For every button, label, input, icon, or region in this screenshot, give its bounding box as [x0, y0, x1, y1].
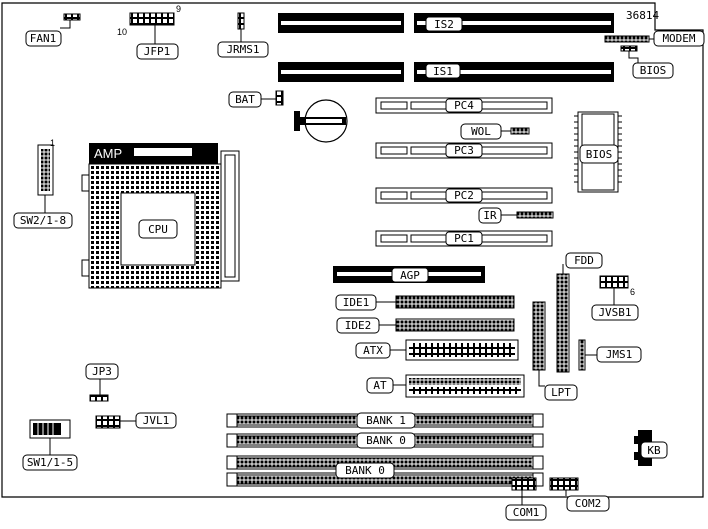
- kb-connector: KB: [634, 430, 668, 466]
- bat-label: BAT: [235, 93, 255, 106]
- simm-bank-0: BANK 0: [226, 455, 544, 487]
- cpu-socket: AMP CPU: [81, 143, 240, 289]
- pc3-label: PC3: [454, 144, 474, 157]
- ide1-connector: IDE1: [335, 294, 515, 311]
- atx-label: ATX: [363, 344, 383, 357]
- com1-header: COM1: [505, 477, 547, 521]
- jvsb1-label: JVSB1: [598, 306, 631, 319]
- sw2-label: SW2/1-8: [20, 214, 66, 227]
- modem-label: MODEM: [662, 32, 695, 45]
- amp-label: AMP: [94, 146, 122, 161]
- wol-header: WOL: [460, 123, 530, 140]
- isa-slots: IS2 IS1: [278, 13, 614, 82]
- ir-label: IR: [483, 209, 497, 222]
- ir-header: IR: [478, 207, 554, 224]
- ide1-label: IDE1: [343, 296, 370, 309]
- jvl1-header: JVL1: [95, 412, 177, 429]
- atx-power-connector: ATX: [355, 339, 519, 361]
- bank1-label: BANK 1: [366, 414, 406, 427]
- board-outline: [1, 2, 704, 498]
- agp-label: AGP: [400, 269, 420, 282]
- bios-chip: BIOS: [574, 111, 622, 193]
- pci-slot-4: PC4: [375, 97, 553, 114]
- bios-jumper: BIOS: [620, 45, 674, 79]
- com2-header: COM2: [549, 477, 610, 512]
- fan1-header: FAN1: [25, 13, 81, 47]
- dimm-bank-0: BANK 0: [226, 432, 544, 449]
- is2-label: IS2: [434, 18, 454, 31]
- cpu-label: CPU: [148, 223, 168, 236]
- lpt-label: LPT: [551, 386, 571, 399]
- jfp1-label: JFP1: [144, 45, 171, 58]
- bios-jumper-label: BIOS: [640, 64, 667, 77]
- kb-label: KB: [647, 444, 661, 457]
- is1-label: IS1: [433, 65, 453, 78]
- pci-slots: PC4 PC3 PC2 PC1: [375, 97, 553, 247]
- fan1-label: FAN1: [30, 32, 57, 45]
- at-power-connector: AT: [366, 374, 525, 398]
- sw2-pin: 1: [50, 138, 55, 148]
- at-label: AT: [373, 379, 387, 392]
- jvsb1-pin: 6: [630, 287, 635, 297]
- jfp1-pin-left: 10: [117, 27, 127, 37]
- jp3-jumper: JP3: [85, 363, 119, 402]
- pc4-label: PC4: [454, 99, 474, 112]
- ide2-connector: IDE2: [336, 317, 515, 334]
- jvl1-label: JVL1: [143, 414, 170, 427]
- board-id: 36814: [626, 9, 659, 22]
- lpt-connector: LPT: [532, 301, 578, 401]
- bios-chip-label: BIOS: [586, 148, 613, 161]
- jrms1-label: JRMS1: [226, 43, 259, 56]
- jms1-label: JMS1: [606, 348, 633, 361]
- jms1-header: JMS1: [578, 339, 642, 371]
- jp3-label: JP3: [92, 365, 112, 378]
- sw2-dip-switch: 1 SW2/1-8: [13, 138, 73, 229]
- pc2-label: PC2: [454, 189, 474, 202]
- dimm-bank-1: BANK 1: [226, 412, 544, 429]
- wol-label: WOL: [471, 125, 491, 138]
- memory-banks: BANK 1 BANK 0 BANK 0: [226, 412, 544, 487]
- ide2-label: IDE2: [345, 319, 372, 332]
- modem-header: MODEM: [604, 30, 705, 47]
- pci-slot-2: PC2: [375, 187, 553, 204]
- battery: BAT: [228, 90, 348, 143]
- sw1-dip-switch: SW1/1-5: [22, 419, 78, 471]
- jrms1-header: JRMS1: [217, 12, 269, 58]
- jfp1-pin-top: 9: [176, 4, 181, 14]
- bank0-a-label: BANK 0: [366, 434, 406, 447]
- agp-slot: AGP: [333, 266, 485, 283]
- jvsb1-header: 6 JVSB1: [591, 275, 639, 321]
- com1-label: COM1: [513, 506, 540, 519]
- pci-slot-3: PC3: [375, 142, 553, 159]
- pci-slot-1: PC1: [375, 230, 553, 247]
- jfp1-header: 9 10 JFP1: [117, 4, 181, 60]
- fdd-label: FDD: [574, 254, 594, 267]
- com2-label: COM2: [575, 497, 602, 510]
- pc1-label: PC1: [454, 232, 474, 245]
- fdd-connector: FDD: [556, 252, 603, 373]
- sw1-label: SW1/1-5: [27, 456, 73, 469]
- bank0-b-label: BANK 0: [345, 464, 385, 477]
